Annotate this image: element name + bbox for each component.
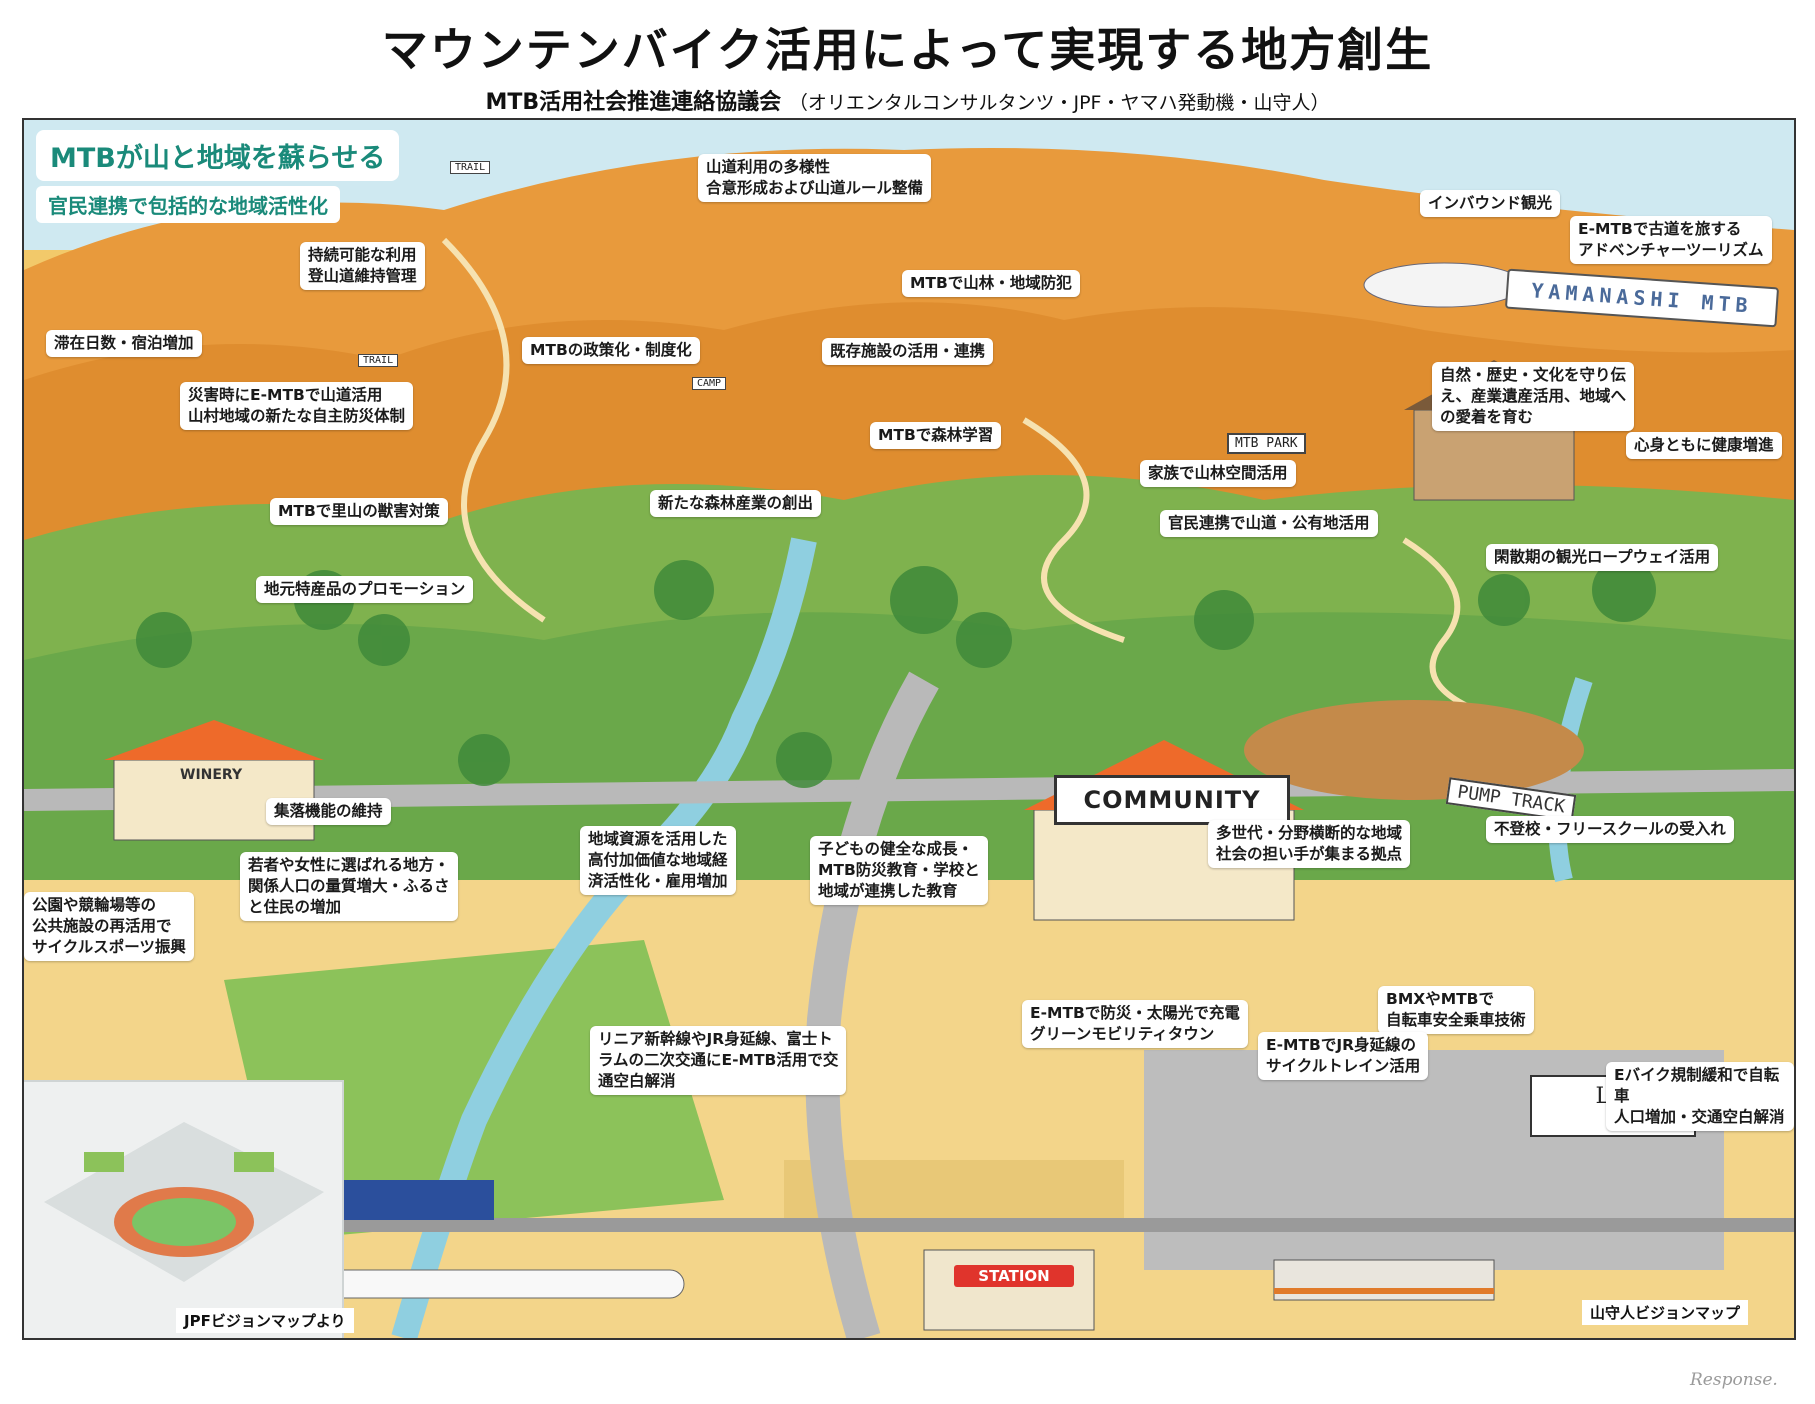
jpf-inset-illustration <box>44 1122 324 1282</box>
label-facilities: 既存施設の活用・連携 <box>822 338 994 365</box>
label-forest-industry: 新たな森林産業の創出 <box>650 490 822 517</box>
label-inbound: インバウンド観光 <box>1420 190 1561 217</box>
label-health: 心身ともに健康増進 <box>1626 432 1782 459</box>
label-forest-security: MTBで山林・地域防犯 <box>902 270 1080 297</box>
station-sign: STATION <box>954 1265 1074 1287</box>
label-ropeway: 閑散期の観光ロープウェイ活用 <box>1486 544 1719 571</box>
label-disaster: 災害時にE-MTBで山道活用 山村地域の新たな自主防災体制 <box>180 382 414 430</box>
camp-sign: CAMP <box>692 377 727 390</box>
label-public-facilities: 公園や競輪場等の 公共施設の再活用で サイクルスポーツ振興 <box>24 892 194 961</box>
label-policy: MTBの政策化・制度化 <box>522 337 700 364</box>
label-bmx: BMXやMTBで 自転車安全乗車技術 <box>1378 986 1534 1034</box>
trail-sign: TRAIL <box>450 161 491 174</box>
subtitle-org: MTB活用社会推進連絡協議会 <box>485 90 782 115</box>
credit-yamamorito: 山守人ビジョンマップ <box>1582 1300 1749 1325</box>
label-village: 集落機能の維持 <box>266 798 391 825</box>
label-green-mobility: E-MTBで防災・太陽光で充電 グリーンモビリティタウン <box>1022 1000 1248 1048</box>
label-adventure-tourism: E-MTBで古道を旅する アドベンチャーツーリズム <box>1570 216 1772 264</box>
label-free-school: 不登校・フリースクールの受入れ <box>1486 816 1734 843</box>
page-subtitle: MTB活用社会推進連絡協議会 （オリエンタルコンサルタンツ・JPF・ヤマハ発動機… <box>0 84 1815 116</box>
label-trail-maintenance: 持続可能な利用 登山道維持管理 <box>300 242 425 290</box>
label-family: 家族で山林空間活用 <box>1140 460 1296 487</box>
label-heritage: 自然・歴史・文化を守り伝 え、産業遺産活用、地域へ の愛着を育む <box>1432 362 1635 431</box>
jpf-vision-inset <box>24 1080 344 1338</box>
label-linear: リニア新幹線やJR身延線、富士ト ラムの二次交通にE-MTB活用で交 通空白解消 <box>590 1026 847 1095</box>
page-title: マウンテンバイク活用によって実現する地方創生 <box>381 23 1434 77</box>
label-forest-learning: MTBで森林学習 <box>870 422 1002 449</box>
winery-sign: WINERY <box>174 767 249 783</box>
headline-sub: 官民連携で包括的な地域活性化 <box>36 186 340 223</box>
vision-map: MTBが山と地域を蘇らせる 官民連携で包括的な地域活性化 YAMANASHI M… <box>22 118 1796 1340</box>
label-public-land: 官民連携で山道・公有地活用 <box>1160 510 1378 537</box>
label-cycle-train: E-MTBでJR身延線の サイクルトレイン活用 <box>1258 1032 1429 1080</box>
label-ebike: Eバイク規制緩和で自転車 人口増加・交通空白解消 <box>1606 1062 1794 1131</box>
mtb-park-sign: MTB PARK <box>1227 433 1306 454</box>
label-wildlife: MTBで里山の獣害対策 <box>270 498 448 525</box>
label-education: 子どもの健全な成長・ MTB防災教育・学校と 地域が連携した教育 <box>810 836 988 905</box>
subtitle-members: （オリエンタルコンサルタンツ・JPF・ヤマハ発動機・山守人） <box>788 92 1330 114</box>
label-trail-diversity: 山道利用の多様性 合意形成および山道ルール整備 <box>698 154 932 202</box>
label-young-women: 若者や女性に選ばれる地方・ 関係人口の量質増大・ふるさ と住民の増加 <box>240 852 458 921</box>
credit-jpf: JPFビジョンマップより <box>176 1308 354 1333</box>
trail-sign: TRAIL <box>358 354 399 367</box>
label-stay-length: 滞在日数・宿泊増加 <box>46 330 202 357</box>
label-local-products: 地元特産品のプロモーション <box>256 576 474 603</box>
watermark: Response. <box>1690 1370 1778 1390</box>
headline-main: MTBが山と地域を蘇らせる <box>36 130 400 181</box>
label-multigeneration: 多世代・分野横断的な地域 社会の担い手が集まる拠点 <box>1208 820 1411 868</box>
community-sign: COMMUNITY <box>1054 775 1290 825</box>
label-economy: 地域資源を活用した 高付加価値な地域経 済活性化・雇用増加 <box>580 826 736 895</box>
